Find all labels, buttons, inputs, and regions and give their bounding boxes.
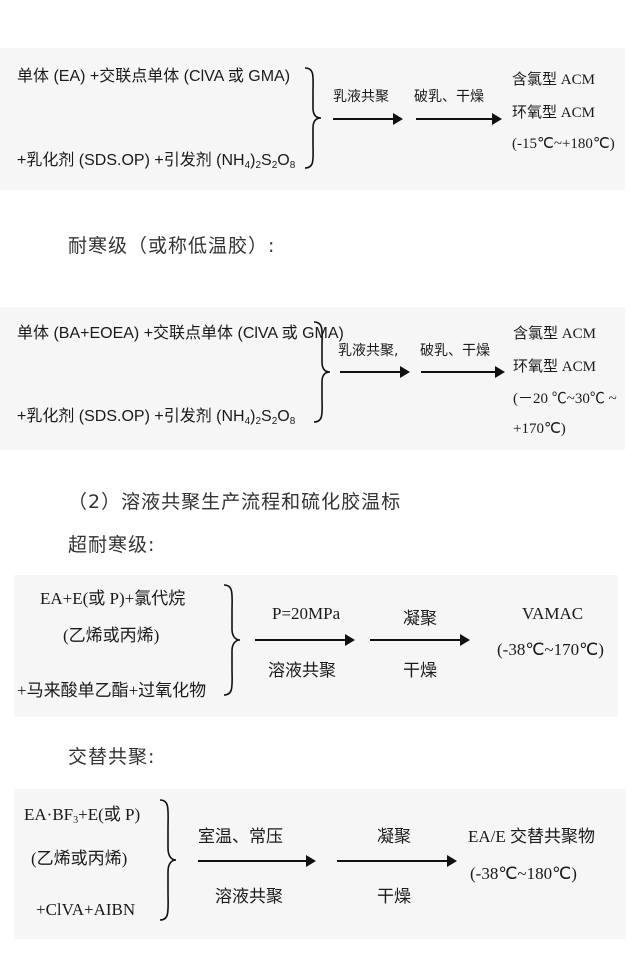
step-label-emulsion: 乳液共聚, (338, 343, 399, 359)
reaction-scheme-solution-1 (14, 575, 618, 717)
arrow-icon (416, 113, 502, 125)
curly-brace-icon (304, 67, 322, 169)
arrow-icon (340, 366, 410, 378)
reactant-line-2: (乙烯或丙烯) (31, 849, 128, 868)
step-label-drying: 干燥 (377, 887, 411, 906)
reactant-line-1: 单体 (EA) +交联点单体 (ClVA 或 GMA) (17, 68, 291, 85)
reaction-scheme-solution-2 (14, 789, 626, 939)
step-label-break-dry: 破乳、干燥 (420, 343, 490, 359)
curly-brace-icon (223, 584, 241, 696)
product-temperature-range: (－20 ℃~30℃ ~ (513, 391, 617, 407)
reactant-line-2: +乳化剂 (SDS.OP) +引发剂 (NH4)2S2O8 (17, 152, 296, 171)
reactant-line-2: (乙烯或丙烯) (63, 626, 160, 645)
product-temperature-range: (-38℃~180℃) (470, 864, 577, 883)
arrow-icon (198, 855, 316, 867)
arrow-icon (337, 855, 457, 867)
product-temperature-range: (-15℃~+180℃) (512, 136, 615, 152)
heading-super-cold-grade: 超耐寒级: (68, 534, 156, 556)
product-vamac: VAMAC (522, 604, 584, 623)
product-chlorine-acm: 含氯型 ACM (513, 326, 596, 342)
reactant-line-2: +乳化剂 (SDS.OP) +引发剂 (NH4)2S2O8 (17, 408, 296, 427)
reactant-line-1: EA+E(或 P)+氯代烷 (40, 589, 186, 608)
step-label-coagulation: 凝聚 (403, 609, 437, 628)
reactant-line-1: 单体 (BA+EOEA) +交联点单体 (ClVA 或 GMA) (17, 325, 344, 342)
product-epoxy-acm: 环氧型 ACM (513, 359, 596, 375)
step-label-coagulation: 凝聚 (377, 827, 411, 846)
curly-brace-icon (313, 321, 331, 423)
step-label-drying: 干燥 (403, 661, 437, 680)
reactant-line-1: EA·BF3+E(或 P) (24, 805, 141, 826)
reaction-scheme-emulsion-2 (0, 307, 625, 450)
heading-cold-grade: 耐寒级（或称低温胶）: (68, 235, 276, 257)
product-epoxy-acm: 环氧型 ACM (512, 105, 595, 121)
product-temperature-range-cont: +170℃) (513, 421, 566, 437)
step-label-emulsion: 乳液共聚 (333, 89, 389, 105)
reactant-line-3: +ClVA+AIBN (36, 900, 136, 919)
product-temperature-range: (-38℃~170℃) (497, 640, 604, 659)
step-label-pressure: P=20MPa (272, 604, 341, 623)
step-label-break-dry: 破乳、干燥 (414, 89, 484, 105)
reactant-line-3: +马来酸单乙酯+过氧化物 (17, 681, 207, 700)
step-label-solution-copolymerization: 溶液共聚 (215, 887, 283, 906)
arrow-icon (333, 113, 403, 125)
arrow-icon (421, 366, 505, 378)
product-chlorine-acm: 含氯型 ACM (512, 72, 595, 88)
curly-brace-icon (159, 799, 177, 921)
product-alternating-copolymer: EA/E 交替共聚物 (468, 827, 596, 846)
arrow-icon (255, 634, 355, 646)
arrow-icon (370, 634, 470, 646)
step-label-room-temperature: 室温、常压 (198, 827, 283, 846)
heading-alternating-copolymerization: 交替共聚: (68, 746, 156, 768)
step-label-solution-copolymerization: 溶液共聚 (268, 661, 336, 680)
heading-solution-copolymerization: （2）溶液共聚生产流程和硫化胶温标 (68, 491, 402, 513)
